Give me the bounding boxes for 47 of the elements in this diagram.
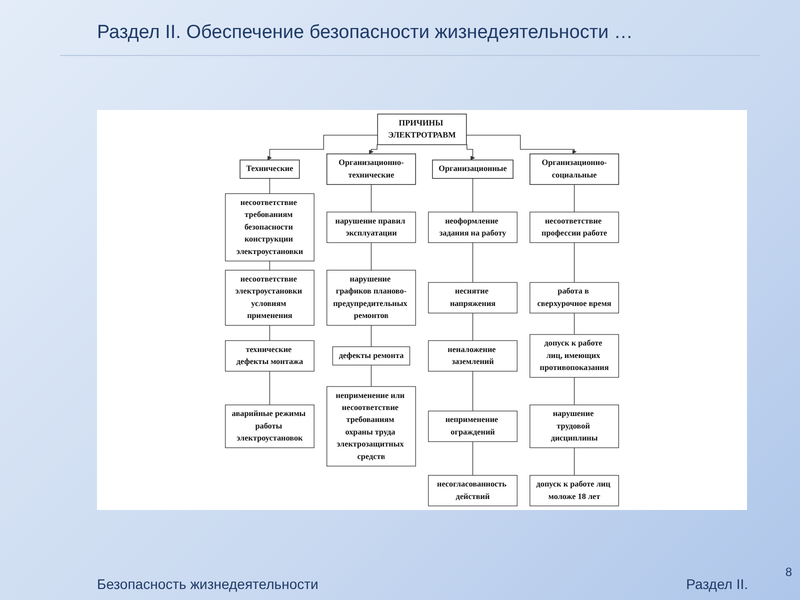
footer-text: Безопасность жизнедеятельности xyxy=(97,576,318,592)
node-box: Организационно-технические xyxy=(326,154,416,185)
node-box: работа в сверхурочное время xyxy=(530,282,619,314)
connector xyxy=(472,242,474,283)
node-box: допуск к работе лиц моложе 18 лет xyxy=(530,475,619,506)
connector xyxy=(574,377,575,406)
connector xyxy=(574,447,575,476)
connector xyxy=(472,441,474,476)
node-box: неприменение ограждений xyxy=(428,410,518,442)
node-box: аварийные режимы работы электроустановок xyxy=(225,404,314,448)
node-box: несоответствие профессии работе xyxy=(530,212,619,243)
node-box: неналожение заземлений xyxy=(428,340,518,372)
node-box: нарушение правил эксплуатации xyxy=(326,212,416,243)
node-box: Организационные xyxy=(432,160,514,179)
node-box: неоформление задания на работу xyxy=(428,212,518,243)
node-box: ПРИЧИНЫ ЭЛЕКТРОТРАВМ xyxy=(377,114,467,146)
node-box: технические дефекты монтажа xyxy=(225,340,314,372)
page-number: 8 xyxy=(785,565,792,579)
connector xyxy=(269,324,270,341)
connector xyxy=(574,242,575,283)
node-box: Организационно-социальные xyxy=(530,154,620,185)
connector xyxy=(472,312,474,341)
connector xyxy=(574,312,575,335)
footer-text: Раздел II. xyxy=(686,576,748,592)
node-box: дефекты ремонта xyxy=(332,346,410,366)
node-box: Технические xyxy=(240,160,300,179)
arrow xyxy=(466,134,577,154)
connector xyxy=(269,260,270,271)
connector xyxy=(370,184,372,212)
node-box: несогласованность действий xyxy=(428,475,518,506)
slide-title: Раздел II. Обеспечение безопасности жизнедеятельности … xyxy=(97,22,633,44)
connector xyxy=(370,364,372,387)
node-box: неприменение или несоответствие требованиям охраны труда электрозащитных средств xyxy=(326,386,416,466)
node-box: несоответствие требованиям безопасности конструкции электроустановки xyxy=(225,193,314,262)
node-box: несоответствие электроустановки условиям применения xyxy=(225,270,314,326)
connector xyxy=(370,242,372,271)
connector xyxy=(269,370,270,406)
connector xyxy=(370,324,372,348)
connector xyxy=(472,178,474,212)
node-box: нарушение графиков планово-предупредительных ремонтов xyxy=(326,270,416,326)
connector xyxy=(472,370,474,412)
node-box: нарушение трудовой дисциплины xyxy=(530,404,619,448)
node-box: неснятие напряжения xyxy=(428,282,518,314)
connector xyxy=(574,184,575,212)
node-box: допуск к работе лиц, имеющих противопоказания xyxy=(530,334,619,378)
connector xyxy=(269,178,270,194)
arrow xyxy=(267,134,378,160)
